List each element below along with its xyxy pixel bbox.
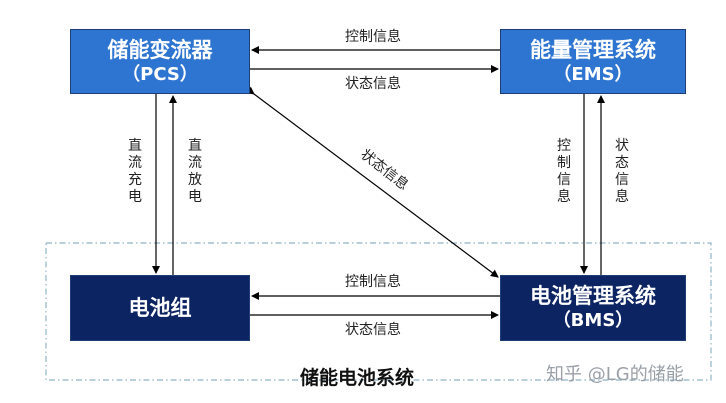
storage-system-region bbox=[45, 242, 712, 381]
label-ems-to-bms: 控制信息 bbox=[557, 138, 571, 205]
label-bms-to-battery: 控制信息 bbox=[345, 274, 401, 290]
label-pcs-to-ems: 状态信息 bbox=[345, 76, 401, 92]
pcs-title: 储能变流器 bbox=[107, 37, 213, 62]
battery-title: 电池组 bbox=[128, 296, 192, 320]
label-battery-to-pcs: 直流放电 bbox=[188, 138, 202, 205]
region-title: 储能电池系统 bbox=[300, 367, 415, 389]
ems-node: 能量管理系统 （EMS） bbox=[500, 29, 686, 94]
label-pcs-to-battery: 直流充电 bbox=[128, 138, 142, 205]
label-bms-to-ems: 状态信息 bbox=[615, 138, 629, 205]
bms-abbrev: （BMS） bbox=[552, 310, 634, 331]
arrow-pcs-bms bbox=[246, 86, 499, 278]
ems-title: 能量管理系统 bbox=[530, 37, 656, 62]
watermark: 知乎 @LG的储能 bbox=[546, 364, 684, 385]
ems-abbrev: （EMS） bbox=[553, 63, 633, 85]
pcs-abbrev: （PCS） bbox=[122, 63, 198, 85]
pcs-node: 储能变流器 （PCS） bbox=[70, 29, 250, 94]
bms-node: 电池管理系统 （BMS） bbox=[500, 275, 686, 341]
label-battery-to-bms: 状态信息 bbox=[345, 322, 401, 338]
bms-title: 电池管理系统 bbox=[530, 284, 656, 308]
label-ems-to-pcs: 控制信息 bbox=[345, 29, 401, 45]
battery-node: 电池组 bbox=[70, 275, 250, 341]
